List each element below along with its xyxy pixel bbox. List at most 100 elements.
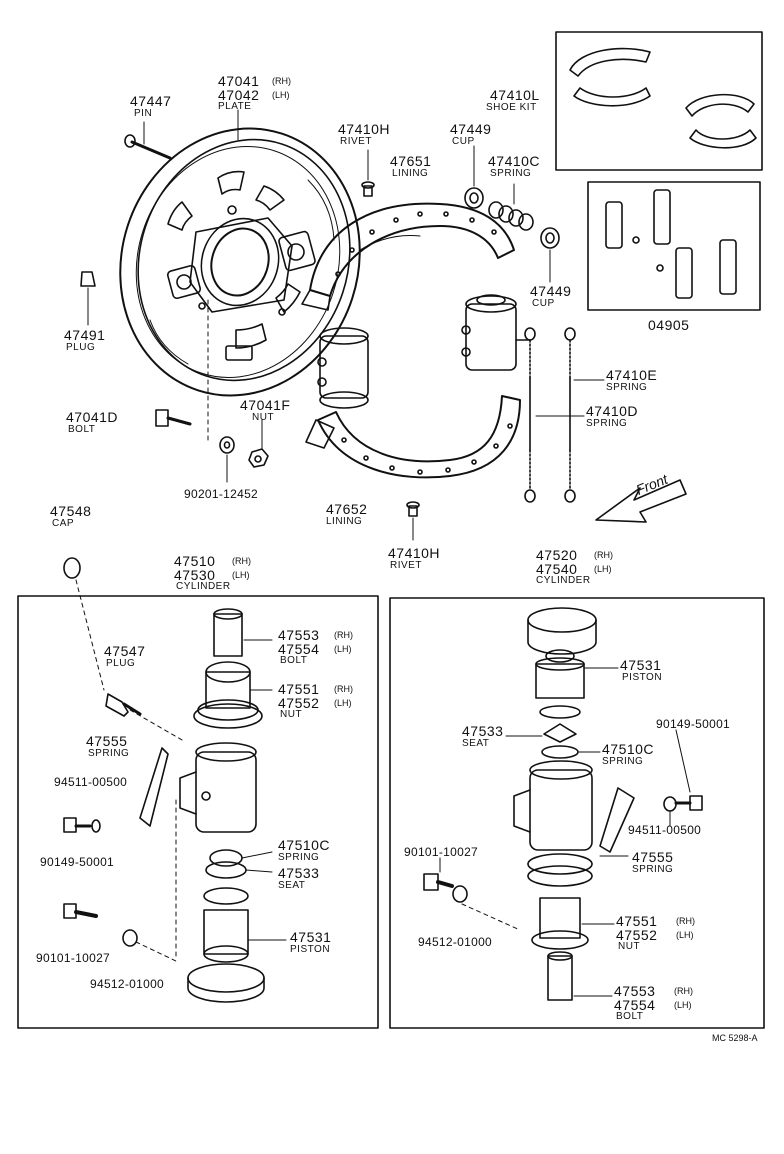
left-spring10c-number: 47510C (278, 837, 331, 853)
brake-shoe-lower (305, 395, 521, 479)
bolt-90149-left (63, 817, 101, 833)
spring-c-top-desc: SPRING (490, 168, 532, 179)
washer-nut-set (219, 436, 269, 468)
cup-mid-desc: CUP (532, 298, 555, 309)
left-bolt-90101-number: 90101-10027 (36, 951, 111, 965)
rivet-top-desc: RIVET (340, 136, 372, 147)
left-cyl-lh-number: 47530 (174, 567, 216, 583)
diagram-code: MC 5298-A (712, 1033, 758, 1043)
rivet-bottom-number: 47410H (388, 545, 441, 561)
lining-top-number: 47651 (390, 153, 432, 169)
bleeder-plug-left (105, 693, 142, 717)
bolt-47041d-number: 47041D (66, 409, 119, 425)
spring-55-left (139, 747, 169, 827)
right-bolt-lh-number: 47554 (614, 997, 656, 1013)
right-bolt-lh-side: (LH) (674, 1000, 692, 1010)
right-cyl-rh-number: 47520 (536, 547, 578, 563)
cup-top-number: 47449 (450, 121, 492, 137)
spring-55-right (599, 787, 635, 853)
left-piston-desc: PISTON (290, 944, 331, 955)
left-bolt-rh-side: (RH) (334, 630, 353, 640)
right-spring55-number: 47555 (632, 849, 674, 865)
right-piston-number: 47531 (620, 657, 662, 673)
plate-lh-number: 47042 (218, 87, 260, 103)
right-nut-rh-side: (RH) (676, 916, 695, 926)
bolt-47041d-desc: BOLT (68, 424, 96, 435)
left-bolt-rh-number: 47553 (278, 627, 320, 643)
left-piston-number: 47531 (290, 929, 332, 945)
shoe-kit-parts (569, 47, 757, 149)
lining-top-desc: LINING (392, 168, 429, 179)
left-cylinder-box (17, 595, 379, 1029)
cup-mid-part (540, 227, 560, 249)
front-arrow (595, 479, 687, 523)
right-spring10c-desc: SPRING (602, 756, 644, 767)
cap-number: 47548 (50, 503, 92, 519)
left-cyl-lh-side: (LH) (232, 570, 250, 580)
nut-47041f-desc: NUT (252, 412, 275, 423)
right-bolt-desc: BOLT (616, 1011, 644, 1022)
spring-c-top-number: 47410C (488, 153, 541, 169)
left-bolt-desc: BOLT (280, 655, 308, 666)
left-bolt-lh-number: 47554 (278, 641, 320, 657)
bolt-90101-left (63, 903, 98, 919)
washer-94512-right (452, 885, 468, 903)
nut-47041f-number: 47041F (240, 397, 291, 413)
left-nut-lh-number: 47552 (278, 695, 320, 711)
bolt-90101-right (423, 873, 454, 891)
plate-lh-side: (LH) (272, 90, 290, 100)
right-spring10c-number: 47510C (602, 741, 655, 757)
shoe-kit-number: 47410L (490, 87, 540, 103)
wheel-cylinder-upper-right (461, 294, 531, 371)
wheel-cylinder-lower-left (317, 327, 369, 409)
cup-mid-number: 47449 (530, 283, 572, 299)
spring-e-number: 47410E (606, 367, 658, 383)
left-nut-desc: NUT (280, 709, 303, 720)
shoe-kit-box (555, 31, 763, 171)
cap-desc: CAP (52, 518, 75, 529)
right-nut-rh-number: 47551 (616, 913, 658, 929)
left-seat-desc: SEAT (278, 880, 306, 891)
spring-d-number: 47410D (586, 403, 639, 419)
left-washer-94512-number: 94512-01000 (90, 977, 165, 991)
right-cylinder-box (389, 597, 765, 1029)
left-plug-desc: PLUG (106, 658, 136, 669)
right-washer-94512-number: 94512-01000 (418, 935, 493, 949)
brake-shoe-upper (301, 202, 515, 311)
right-washer-94511-number: 94511-00500 (628, 823, 702, 837)
rivet-bottom-desc: RIVET (390, 560, 422, 571)
cup-top-desc: CUP (452, 136, 475, 147)
right-bolt-rh-side: (RH) (674, 986, 693, 996)
left-spring55-desc: SPRING (88, 748, 130, 759)
right-cyl-rh-side: (RH) (594, 550, 613, 560)
right-spring55-desc: SPRING (632, 864, 674, 875)
washer-94511-right (663, 796, 677, 812)
left-cyl-desc: CYLINDER (176, 581, 231, 592)
left-nut-lh-side: (LH) (334, 698, 352, 708)
cap-part (63, 557, 81, 579)
kit-04905-box (587, 181, 761, 311)
backing-plate (119, 127, 361, 397)
washer-94512-left (122, 929, 138, 947)
left-spring10c-desc: SPRING (278, 852, 320, 863)
left-nut-rh-number: 47551 (278, 681, 320, 697)
plug-47491-desc: PLUG (66, 342, 96, 353)
plug-47491-number: 47491 (64, 327, 106, 343)
bolt-47041d (155, 409, 192, 427)
left-seat-number: 47533 (278, 865, 320, 881)
spring-e-desc: SPRING (606, 382, 648, 393)
left-bolt-lh-side: (LH) (334, 644, 352, 654)
lining-bottom-number: 47652 (326, 501, 368, 517)
lining-bottom-desc: LINING (326, 516, 363, 527)
right-nut-lh-side: (LH) (676, 930, 694, 940)
left-cyl-rh-number: 47510 (174, 553, 216, 569)
spring-d-desc: SPRING (586, 418, 628, 429)
left-bolt-90149-number: 90149-50001 (40, 855, 115, 869)
cup-top-part (464, 187, 484, 209)
left-spring55-number: 47555 (86, 733, 128, 749)
plate-rh-side: (RH) (272, 76, 291, 86)
right-cyl-lh-side: (LH) (594, 564, 612, 574)
washer-90201-number: 90201-12452 (184, 487, 259, 501)
rivet-bottom-part (406, 501, 420, 517)
rivet-top-part (361, 181, 375, 197)
